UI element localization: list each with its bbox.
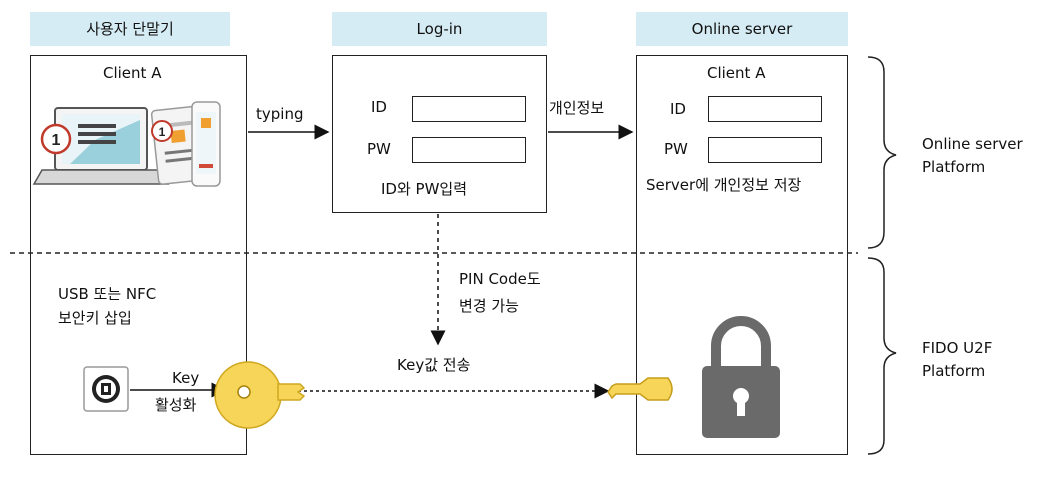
pin-change-line1: PIN Code도: [459, 270, 541, 288]
server-id-label: ID: [670, 100, 686, 118]
login-pw-label: PW: [367, 140, 391, 158]
usb-key-icon: [83, 366, 129, 412]
brace-icon: [867, 56, 897, 249]
fido-platform-line2: Platform: [922, 362, 986, 380]
key-received-icon: [607, 377, 673, 401]
online-platform-line2: Platform: [922, 158, 986, 176]
registration-note-line1: USB 또는 NFC: [58, 285, 157, 303]
laptop-icon: 1: [32, 107, 170, 185]
server-title: Client A: [707, 64, 766, 82]
personal-info-label: 개인정보: [549, 99, 605, 117]
lock-icon: [702, 316, 780, 438]
login-pw-field[interactable]: [412, 137, 526, 163]
key-transfer-label: Key값 전송: [397, 356, 471, 374]
server-pw-label: PW: [664, 140, 688, 158]
brace-icon: [867, 257, 897, 455]
server-id-field: [708, 96, 822, 122]
device-title: Client A: [103, 64, 162, 82]
server-pw-field: [708, 137, 822, 163]
device-header: 사용자 단말기: [30, 12, 230, 46]
server-header: Online server: [636, 12, 848, 46]
activate-label-line1: Key: [172, 369, 200, 387]
svg-text:1: 1: [159, 125, 166, 139]
phone-icon: 1: [150, 101, 221, 187]
online-platform-line1: Online server: [922, 135, 1023, 153]
fido-platform-line1: FIDO U2F: [922, 339, 993, 357]
svg-text:1: 1: [52, 132, 61, 149]
activate-label-line2: 활성화: [155, 396, 197, 414]
key-icon: [214, 361, 306, 429]
login-id-field[interactable]: [412, 96, 526, 122]
server-caption: Server에 개인정보 저장: [646, 176, 802, 194]
typing-label: typing: [256, 105, 304, 123]
login-caption: ID와 PW입력: [381, 180, 468, 198]
login-header: Log-in: [332, 12, 547, 46]
registration-note-line2: 보안키 삽입: [58, 309, 132, 327]
login-id-label: ID: [371, 98, 387, 116]
login-box: [332, 55, 547, 213]
pin-change-line2: 변경 가능: [459, 297, 519, 315]
